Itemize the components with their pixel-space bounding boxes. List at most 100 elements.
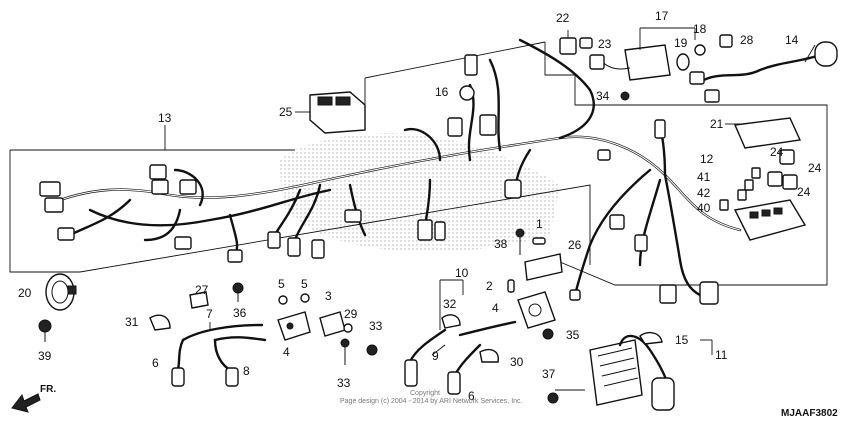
part-32-clamp	[441, 314, 461, 329]
callout-36: 36	[233, 306, 247, 320]
part-41-fuse	[744, 179, 754, 191]
callout-14: 14	[785, 33, 799, 47]
part-16-grommet	[459, 85, 475, 101]
part-28-clip	[719, 34, 733, 48]
part-42-fuse	[737, 189, 747, 201]
part-21-fuse-box-cover	[725, 117, 802, 149]
callout-4b: 4	[492, 301, 499, 315]
callout-1: 1	[536, 217, 543, 231]
plug-cap-lower	[404, 359, 418, 387]
part-5-nuts	[278, 293, 310, 305]
callout-26: 26	[568, 238, 582, 252]
callout-37: 37	[542, 367, 556, 381]
part-4-ignition-sensor	[277, 311, 311, 341]
callout-30: 30	[510, 355, 524, 369]
callout-24c: 24	[797, 185, 811, 199]
callout-4a: 4	[283, 345, 290, 359]
callout-38: 38	[494, 237, 508, 251]
callout-35: 35	[566, 328, 580, 342]
callout-34: 34	[596, 89, 610, 103]
part-23-rubber-cap	[579, 37, 593, 49]
callout-6b: 6	[468, 389, 475, 403]
callout-3: 3	[325, 289, 332, 303]
callout-41: 41	[697, 170, 711, 184]
callout-31: 31	[125, 315, 139, 329]
part-17-relay-bracket	[589, 27, 696, 81]
harness-outline-top	[364, 41, 546, 128]
fuse-box-base	[733, 199, 807, 241]
part-14-sub-harness	[689, 41, 838, 103]
part-2-collar	[507, 279, 515, 293]
part-36-bolt	[232, 282, 244, 302]
callout-2: 2	[486, 279, 493, 293]
callout-8: 8	[243, 364, 250, 378]
part-22-relay	[559, 30, 577, 55]
part-39-bolt	[38, 319, 52, 342]
callout-labels: 1 2 3 4 4 5 5 6 6 7 8 9 10 11 12 13 14 1…	[18, 9, 822, 403]
callout-18: 18	[693, 22, 707, 36]
callout-16: 16	[435, 85, 449, 99]
part-24-relays	[767, 149, 798, 190]
part-9-plug-leads	[408, 279, 517, 377]
callout-9: 9	[432, 349, 439, 363]
part-35-nut	[542, 328, 554, 340]
part-20-horn	[45, 273, 77, 311]
callout-15: 15	[675, 333, 689, 347]
part-25-control-unit	[295, 91, 366, 134]
harness-connectors	[39, 54, 719, 305]
callout-28: 28	[740, 33, 754, 47]
callout-40: 40	[697, 201, 711, 215]
front-direction-arrow	[11, 393, 41, 413]
callout-12: 12	[700, 152, 714, 166]
callout-39: 39	[38, 349, 52, 363]
callout-29: 29	[344, 307, 358, 321]
callout-20: 20	[18, 286, 32, 300]
part-8-plug-cap	[225, 367, 239, 387]
reference-code: MJAAF3802	[781, 408, 838, 419]
callout-33b: 33	[337, 376, 351, 390]
callout-21: 21	[710, 117, 724, 131]
part-38-bolt	[515, 228, 525, 255]
copyright-line-2: Page design (c) 2004 - 2014 by ARI Netwo…	[340, 398, 523, 405]
part-15-clamp	[639, 331, 663, 345]
callout-32: 32	[443, 297, 457, 311]
part-31-clamp	[149, 314, 171, 331]
part-26-bracket	[524, 253, 563, 281]
callout-24a: 24	[770, 145, 784, 159]
callout-5b: 5	[301, 277, 308, 291]
callout-22: 22	[556, 11, 570, 25]
part-37-bolt	[547, 389, 585, 404]
part-4-ignition-coil	[517, 291, 556, 329]
part-33-bolts	[340, 338, 378, 365]
part-6-plug-cap-left	[171, 367, 185, 387]
callout-27: 27	[195, 283, 209, 297]
part-6-plug-cap-right	[447, 371, 461, 395]
callout-13: 13	[158, 111, 172, 125]
callout-5a: 5	[278, 277, 285, 291]
callout-6a: 6	[152, 356, 159, 370]
part-40-fuse	[719, 199, 729, 211]
part-12-fuse	[751, 167, 761, 179]
part-29-nut	[343, 323, 353, 333]
part-3-bracket	[319, 311, 346, 337]
copyright-line-1: Copyright	[410, 390, 440, 397]
part-30-clamp	[479, 349, 499, 363]
part-18-washer	[694, 44, 706, 56]
callout-42: 42	[697, 186, 711, 200]
callout-33a: 33	[369, 319, 383, 333]
harness-outline-bottom	[79, 184, 591, 273]
part-7-spark-plug-leads	[176, 322, 267, 372]
callout-17: 17	[655, 9, 669, 23]
callout-11: 11	[715, 348, 728, 362]
part-27-clamp	[189, 291, 209, 309]
part-1-collar	[532, 237, 546, 245]
callout-7: 7	[206, 307, 213, 321]
callout-19: 19	[674, 36, 688, 50]
harness-outline-left	[9, 149, 295, 273]
part-34-bolt	[620, 91, 630, 101]
callout-24b: 24	[808, 161, 822, 175]
harness-outline-right	[544, 42, 828, 286]
front-direction-label: FR.	[40, 384, 56, 395]
part-11-regulator-rectifier	[589, 334, 713, 411]
